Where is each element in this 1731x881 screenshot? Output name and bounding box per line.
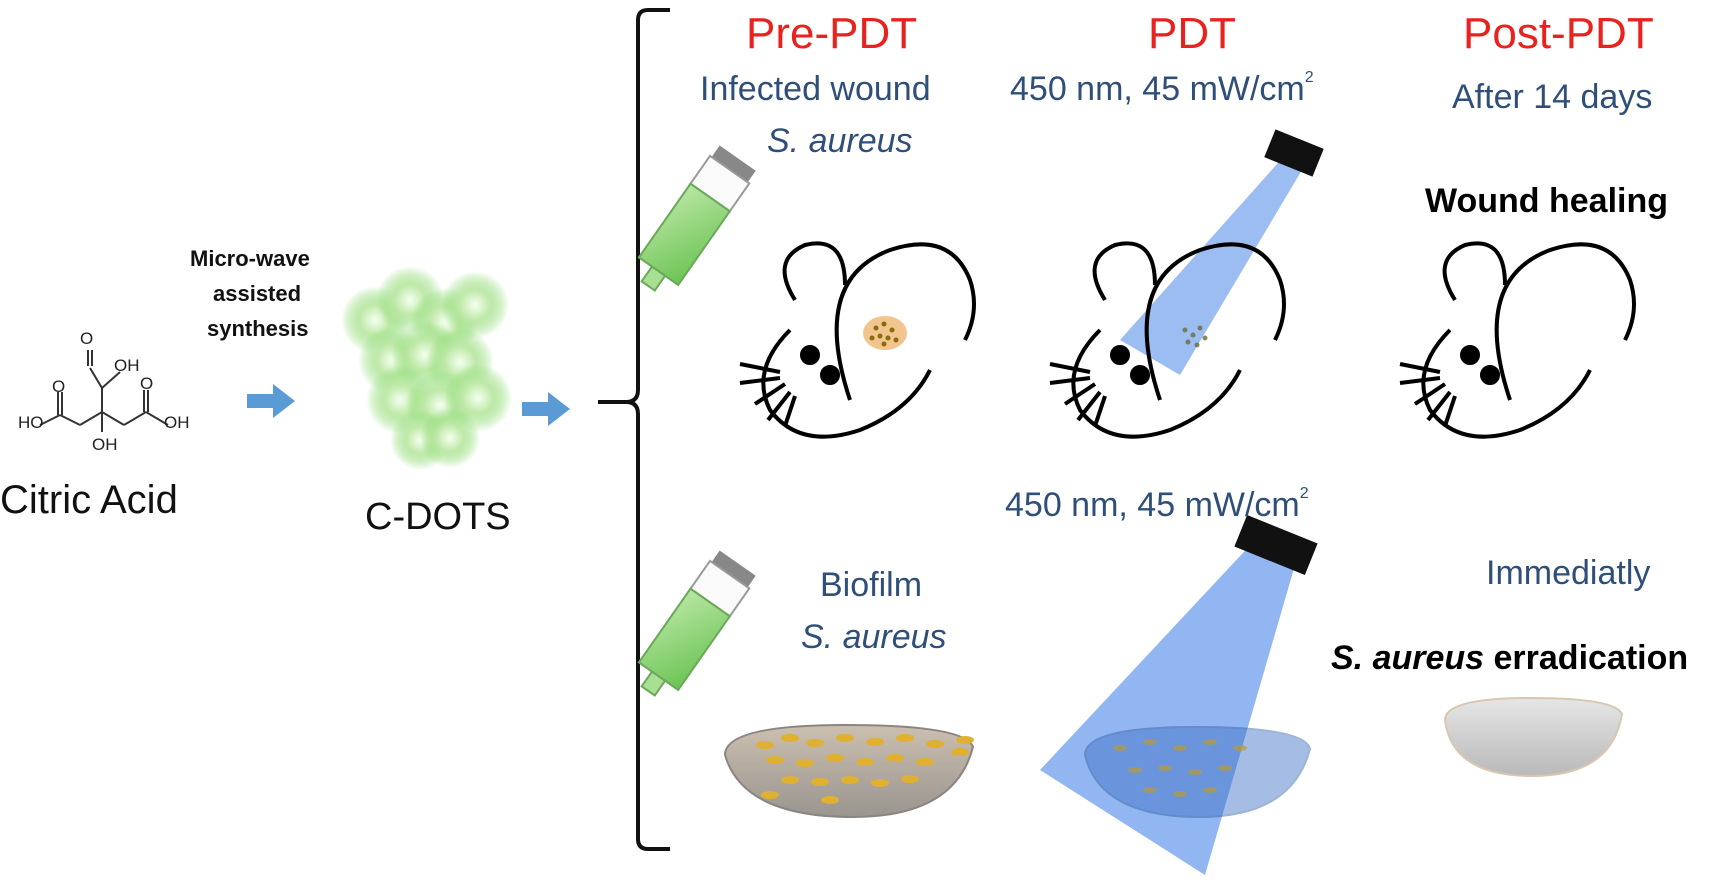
microwave-line3: synthesis xyxy=(207,316,309,341)
header-pdt: PDT xyxy=(1148,9,1236,58)
molecule-o-right: O xyxy=(140,374,154,393)
arrow-2 xyxy=(522,392,570,426)
light-beam-bottom xyxy=(1040,540,1295,875)
row1-post-time: After 14 days xyxy=(1452,78,1653,116)
row2-post-time: Immediatly xyxy=(1486,554,1651,592)
row2-pdt-light: 450 nm, 45 mW/cm2 xyxy=(1005,485,1309,524)
light-beam-top xyxy=(1120,155,1305,375)
syringe-bottom xyxy=(637,550,756,697)
citric-acid-structure xyxy=(39,350,169,432)
mouse-pdt xyxy=(1049,241,1286,439)
bracket xyxy=(598,8,670,851)
mouse-pre xyxy=(739,241,976,439)
molecule-oh-bottom: OH xyxy=(92,435,118,454)
row1-post-result: Wound healing xyxy=(1425,182,1669,220)
molecule-oh-top: OH xyxy=(114,356,140,375)
molecule-o-top: O xyxy=(80,329,94,348)
biofilm-dish xyxy=(723,723,975,819)
row1-pdt-light: 450 nm, 45 mW/cm2 xyxy=(1010,69,1314,108)
row2-pre-line1: Biofilm xyxy=(820,566,923,604)
cdots-label: C-DOTS xyxy=(365,496,511,538)
molecule-ho-left: HO xyxy=(18,413,44,432)
cdots-cluster xyxy=(341,266,512,470)
mouse-post xyxy=(1399,241,1636,439)
header-post-pdt: Post-PDT xyxy=(1463,9,1654,58)
header-pre-pdt: Pre-PDT xyxy=(746,9,918,58)
syringe-top xyxy=(637,145,756,292)
row1-pre-line2: S. aureus xyxy=(767,122,913,160)
biofilm-bacteria xyxy=(756,734,974,804)
row1-pre-line1: Infected wound xyxy=(700,70,931,108)
lamp-top xyxy=(1264,129,1324,177)
row2-pre-line2: S. aureus xyxy=(801,618,947,656)
molecule-o-left: O xyxy=(52,377,66,396)
arrow-1 xyxy=(247,384,295,418)
lamp-bottom xyxy=(1234,515,1318,575)
molecule-oh-right: OH xyxy=(164,413,190,432)
row2-post-result: S. aureus erradication xyxy=(1331,639,1689,677)
citric-acid-label: Citric Acid xyxy=(0,478,178,522)
clean-dish xyxy=(1443,696,1624,778)
microwave-line1: Micro-wave xyxy=(190,246,310,271)
microwave-line2: assisted xyxy=(213,281,302,306)
